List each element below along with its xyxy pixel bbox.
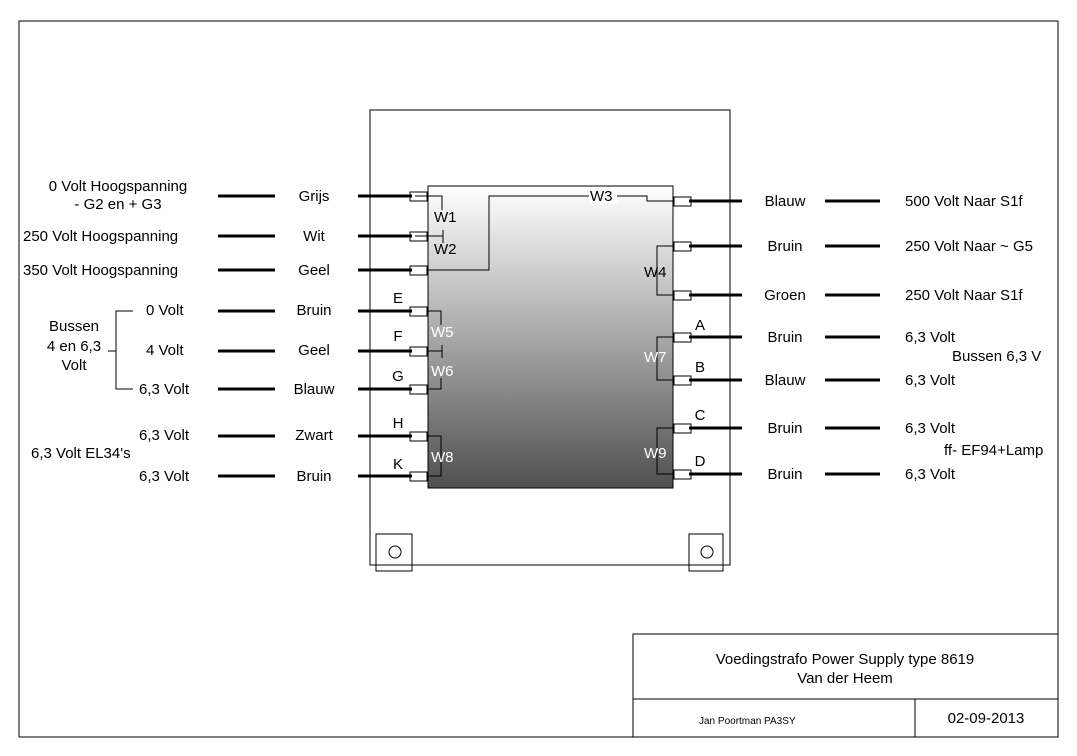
w3-label-bg [589, 189, 617, 203]
title-block [632, 633, 1059, 738]
left-dashes [218, 194, 275, 478]
bussen-label-1: Bussen [49, 318, 99, 335]
winding-W9: W9 [644, 445, 667, 462]
el34-label: 6,3 Volt EL34's [31, 445, 131, 462]
bussen-label-2: 4 en 6,3 [47, 338, 101, 355]
pin-D: D [695, 453, 706, 470]
left-desc-1: 250 Volt Hoogspanning [23, 228, 178, 245]
left-desc-2: 350 Volt Hoogspanning [23, 262, 178, 279]
ef94-label: ff- EF94+Lamp [944, 442, 1043, 459]
left-color-7: Bruin [296, 468, 331, 485]
right-desc-1: 250 Volt Naar ~ G5 [905, 238, 1033, 255]
right-desc-6: 6,3 Volt [905, 466, 956, 483]
left-desc-3: 0 Volt [146, 302, 184, 319]
pin-B: B [695, 359, 705, 376]
right-color-2: Groen [764, 287, 806, 304]
title-block-subtitle: Van der Heem [797, 670, 893, 687]
left-color-6: Zwart [295, 427, 333, 444]
right-desc-5: 6,3 Volt [905, 420, 956, 437]
left-color-2: Geel [298, 262, 330, 279]
pin-K: K [393, 456, 403, 473]
pin-F: F [393, 328, 402, 345]
right-desc-4: 6,3 Volt [905, 372, 956, 389]
transformer-core [427, 185, 674, 489]
bussen-63-label: Bussen 6,3 V [952, 348, 1041, 365]
left-color-3: Bruin [296, 302, 331, 319]
pin-E: E [393, 290, 403, 307]
bussen-label-3: Volt [61, 357, 87, 374]
left-desc-0b: - G2 en + G3 [74, 196, 161, 213]
left-color-5: Blauw [294, 381, 335, 398]
title-block-author: Jan Poortman PA3SY [699, 716, 796, 727]
winding-W6: W6 [431, 363, 454, 380]
right-desc-3: 6,3 Volt [905, 329, 956, 346]
pin-C: C [695, 407, 706, 424]
drawing-frame [18, 20, 1059, 738]
winding-W5: W5 [431, 324, 454, 341]
winding-W8: W8 [431, 449, 454, 466]
left-color-1: Wit [303, 228, 325, 245]
winding-W4: W4 [644, 264, 667, 281]
winding-W1: W1 [434, 209, 457, 226]
winding-lines [428, 195, 673, 477]
bussen-bracket [115, 310, 133, 390]
left-color-0: Grijs [299, 188, 330, 205]
right-color-3: Bruin [767, 329, 802, 346]
left-desc-5: 6,3 Volt [139, 381, 190, 398]
winding-W7: W7 [644, 349, 667, 366]
left-desc-7: 6,3 Volt [139, 468, 190, 485]
right-color-6: Bruin [767, 466, 802, 483]
left-desc-0: 0 Volt Hoogspanning [49, 178, 187, 195]
right-color-4: Blauw [765, 372, 806, 389]
right-wire-stubs [689, 199, 742, 476]
title-block-title: Voedingstrafo Power Supply type 8619 [716, 651, 975, 668]
right-desc-0: 500 Volt Naar S1f [905, 193, 1023, 210]
left-desc-6: 6,3 Volt [139, 427, 190, 444]
right-color-1: Bruin [767, 238, 802, 255]
left-desc-4: 4 Volt [146, 342, 184, 359]
terminals-right [673, 196, 692, 480]
right-desc-2: 250 Volt Naar S1f [905, 287, 1023, 304]
right-color-0: Blauw [765, 193, 806, 210]
pin-G: G [392, 368, 404, 385]
pin-H: H [393, 415, 404, 432]
left-color-4: Geel [298, 342, 330, 359]
pin-A: A [695, 317, 705, 334]
right-dashes [825, 199, 880, 476]
terminals-left [409, 191, 428, 482]
left-wire-stubs [358, 194, 412, 478]
title-block-date: 02-09-2013 [948, 710, 1025, 727]
winding-W3: W3 [590, 188, 613, 205]
right-color-5: Bruin [767, 420, 802, 437]
winding-W2: W2 [434, 241, 457, 258]
